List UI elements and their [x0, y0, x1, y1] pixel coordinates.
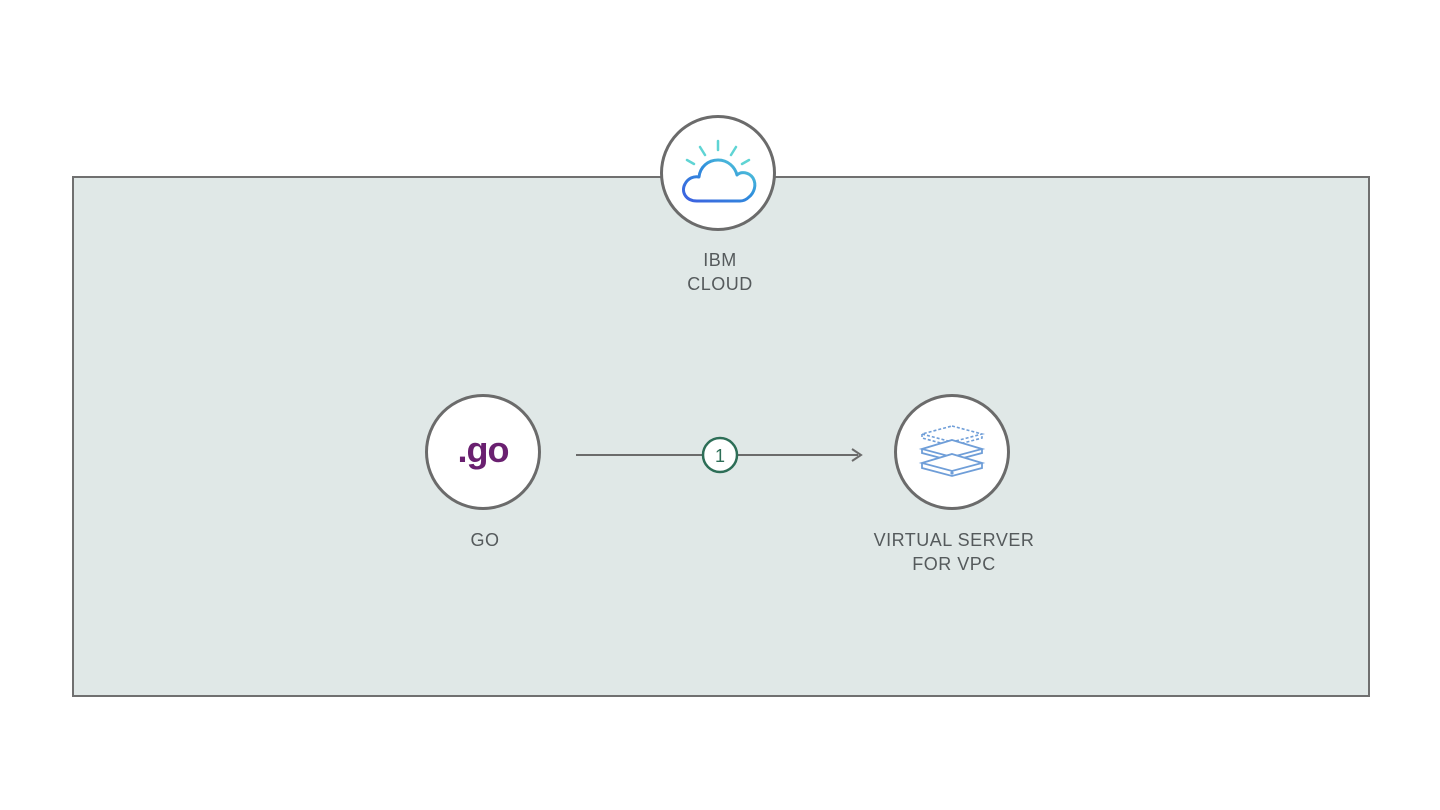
- ibm-cloud-node: [660, 115, 776, 231]
- ibm-cloud-label-line-1: IBM: [703, 250, 737, 270]
- ibm-cloud-icon: [682, 139, 757, 203]
- go-label-text: GO: [470, 530, 500, 550]
- ibm-cloud-label-line-2: CLOUD: [687, 274, 753, 294]
- go-node: .go: [425, 394, 541, 510]
- virtual-server-label-line-2: FOR VPC: [912, 554, 996, 574]
- virtual-server-label: VIRTUAL SERVER FOR VPC: [834, 528, 1074, 576]
- go-label: GO: [365, 528, 605, 552]
- ibm-cloud-region: [72, 176, 1370, 697]
- ibm-cloud-label: IBM CLOUD: [600, 248, 840, 296]
- virtual-server-node: [894, 394, 1010, 510]
- virtual-server-stack-icon: [918, 425, 986, 477]
- virtual-server-label-line-1: VIRTUAL SERVER: [873, 530, 1035, 550]
- go-logo: .go: [457, 429, 510, 470]
